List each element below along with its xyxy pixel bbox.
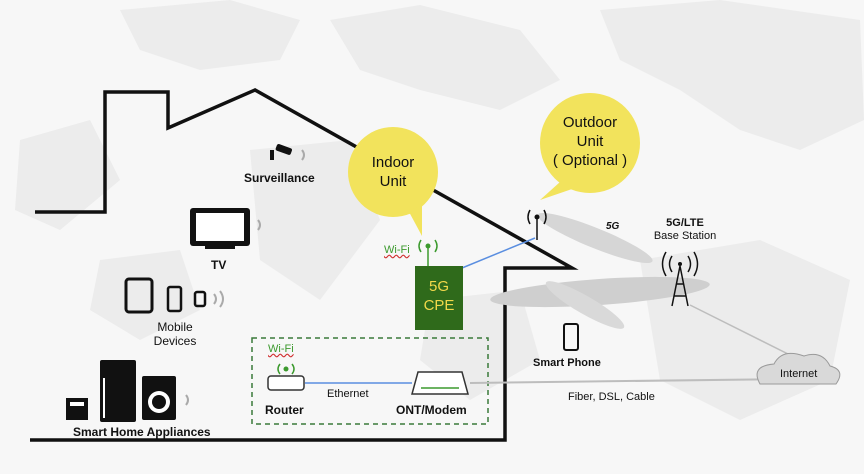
fiber-link xyxy=(469,378,791,384)
outdoor-line-2: Unit xyxy=(576,133,604,150)
tv-icon xyxy=(190,208,261,249)
ethernet-label: Ethernet xyxy=(327,388,369,400)
indoor-line-1: Indoor xyxy=(371,154,415,171)
cpe-wifi-label: Wi-Fi xyxy=(384,244,410,256)
internet-cloud-icon xyxy=(756,352,841,385)
smart-home-appliances-label: Smart Home Appliances xyxy=(73,425,211,439)
outdoor-bubble-tail xyxy=(540,182,575,200)
router-icon xyxy=(267,363,305,391)
surveillance-camera-icon xyxy=(270,144,305,161)
signal-beam-upper xyxy=(537,212,653,264)
mobile-devices-icon xyxy=(124,277,224,314)
signal-beam-lower xyxy=(490,276,710,308)
base-station-line-1: 5G/LTE xyxy=(666,217,704,229)
mobile-line-1: Mobile xyxy=(157,320,193,334)
router-wifi-label: Wi-Fi xyxy=(268,343,294,355)
base-station-line-2: Base Station xyxy=(653,230,717,242)
cpe-label: 5G CPE xyxy=(415,277,463,315)
cpe-line-2: CPE xyxy=(423,297,455,314)
smart-home-appliances-icon xyxy=(66,360,189,422)
internet-label: Internet xyxy=(780,368,818,380)
signal-beam-phone xyxy=(545,281,625,329)
ont-modem-icon xyxy=(411,371,469,395)
indoor-line-2: Unit xyxy=(379,173,407,190)
wired-area-box xyxy=(251,337,489,425)
basestation-internet-link xyxy=(689,304,801,361)
cpe-device xyxy=(415,266,463,330)
outdoor-unit-bubble xyxy=(540,93,640,193)
5g-logo: 5G xyxy=(606,221,620,232)
outdoor-line-3: ( Optional ) xyxy=(552,152,628,169)
ont-modem-label: ONT/Modem xyxy=(396,403,467,417)
base-station-tower-icon xyxy=(661,251,699,307)
indoor-unit-label: Indoor Unit xyxy=(352,153,434,191)
indoor-bubble-tail xyxy=(408,206,422,236)
house-outline xyxy=(30,88,579,442)
smart-phone-icon xyxy=(563,323,579,351)
mobile-devices-label: Mobile Devices xyxy=(145,320,205,348)
cpe-line-1: 5G xyxy=(428,278,449,295)
surveillance-label: Surveillance xyxy=(244,171,315,185)
tv-label: TV xyxy=(211,258,227,272)
indoor-unit-bubble xyxy=(348,127,438,217)
mobile-line-2: Devices xyxy=(153,334,197,348)
base-station-label: 5G/LTE Base Station xyxy=(640,217,730,243)
outdoor-antenna-icon xyxy=(527,209,547,240)
outdoor-line-1: Outdoor xyxy=(562,114,618,131)
cpe-antenna-icon xyxy=(418,239,438,266)
smart-phone-label: Smart Phone xyxy=(533,357,601,369)
outdoor-unit-label: Outdoor Unit ( Optional ) xyxy=(545,113,635,170)
router-label: Router xyxy=(265,403,304,417)
fiber-label: Fiber, DSL, Cable xyxy=(568,391,655,403)
world-map-background xyxy=(15,0,864,420)
